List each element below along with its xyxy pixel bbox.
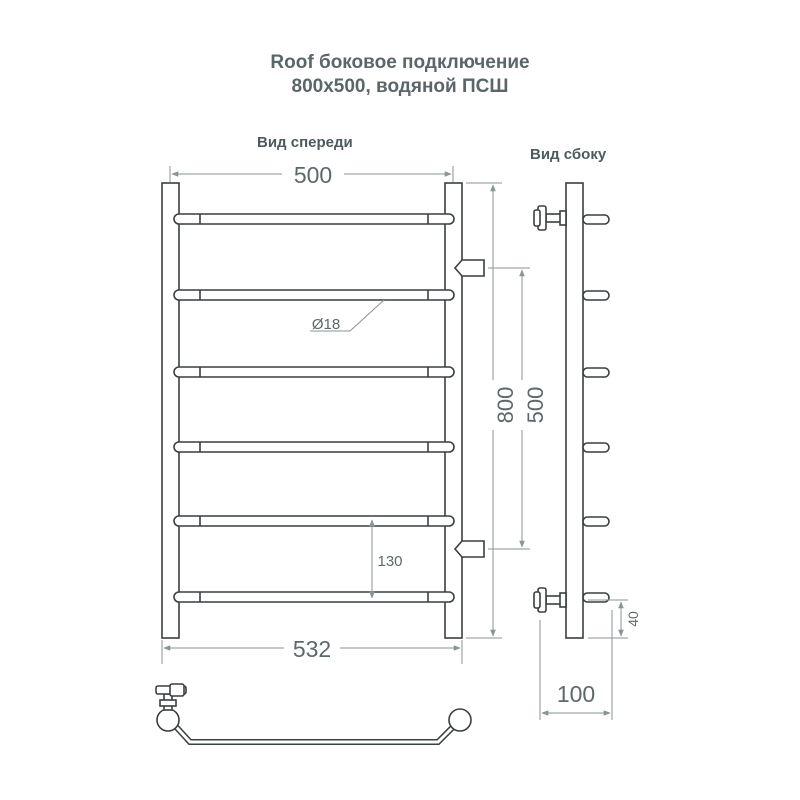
dimension-rung-spacing: 130 — [377, 553, 402, 570]
rung-stub — [582, 592, 610, 603]
right-post — [444, 182, 463, 639]
rung-stub — [582, 214, 610, 225]
rung — [173, 591, 455, 603]
dimension-bottom-width: 532 — [293, 636, 331, 662]
front-view-label: Вид спереди — [257, 134, 353, 151]
rung — [173, 366, 455, 378]
side-post — [565, 182, 584, 639]
rung-stub — [582, 442, 610, 453]
right-post-section — [448, 708, 472, 732]
dimension-connection-spacing: 500 — [523, 387, 548, 424]
side-view — [533, 182, 610, 639]
lower-valve — [533, 587, 567, 613]
upper-valve — [533, 205, 567, 231]
side-view-label: Вид сбоку — [530, 146, 607, 163]
rung — [173, 441, 455, 453]
top-valve — [155, 683, 187, 711]
left-post-section — [156, 708, 180, 732]
rung-stub — [582, 367, 610, 378]
dimension-depth: 100 — [557, 681, 595, 707]
left-post — [161, 182, 180, 639]
rung — [173, 213, 455, 225]
dimension-bottom-offset: 40 — [625, 611, 641, 627]
rung-stub — [582, 516, 610, 527]
dimension-height-total: 800 — [493, 387, 518, 424]
dimension-top-width: 500 — [294, 162, 332, 188]
front-view — [161, 182, 485, 639]
front-dimensions — [161, 166, 530, 664]
rung — [173, 515, 455, 527]
top-view — [155, 683, 472, 745]
side-dimensions — [539, 599, 628, 720]
dimension-diameter: Ø18 — [312, 316, 340, 333]
title-line-1: Roof боковое подключение — [270, 52, 530, 73]
rung-stub — [582, 290, 610, 301]
lower-connection-fitting — [453, 540, 485, 558]
upper-connection-fitting — [453, 259, 485, 277]
title-line-2: 800x500, водяной ПСШ — [291, 76, 509, 97]
rung — [173, 289, 455, 301]
